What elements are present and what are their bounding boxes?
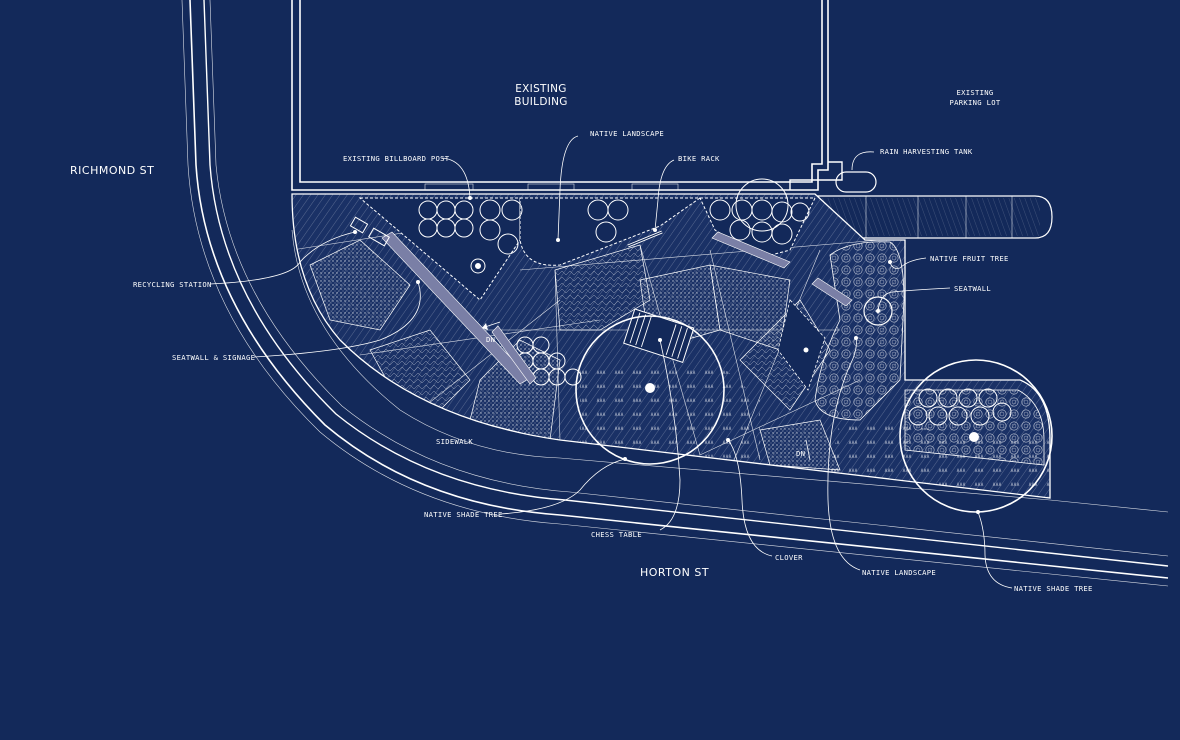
callout-native-shade-tree-right: NATIVE SHADE TREE	[1014, 584, 1093, 593]
shrub-rows	[418, 178, 810, 386]
down-arrow-right: DN	[796, 439, 811, 461]
existing-building	[291, 0, 843, 191]
down-arrow-left: DN	[481, 321, 501, 344]
native-shade-tree-left-canopy	[575, 315, 725, 465]
callout-chess-table: CHESS TABLE	[591, 530, 642, 539]
callout-recycling: RECYCLING STATION	[133, 280, 212, 289]
street-label-richmond: RICHMOND ST	[70, 164, 154, 177]
recycling-station	[349, 216, 369, 234]
street-label-horton: HORTON ST	[640, 566, 709, 579]
callout-native-landscape-bottom: NATIVE LANDSCAPE	[862, 568, 936, 577]
dn-label-right: DN	[796, 449, 805, 458]
parking-label-line2: PARKING LOT	[950, 98, 1001, 107]
bike-rack	[627, 230, 663, 248]
building-label-line2: BUILDING	[514, 96, 567, 108]
dn-label-left: DN	[486, 335, 495, 344]
chess-table	[623, 308, 695, 363]
rain-harvesting-tank	[835, 171, 877, 193]
callout-sidewalk: SIDEWALK	[436, 437, 473, 446]
building-label-line1: EXISTING	[515, 83, 567, 95]
callout-native-shade-tree-left: NATIVE SHADE TREE	[424, 510, 503, 519]
callout-native-fruit-tree: NATIVE FRUIT TREE	[930, 254, 1009, 263]
callout-clover: CLOVER	[775, 553, 803, 562]
callout-seatwall-signage: SEATWALL & SIGNAGE	[172, 353, 255, 362]
parking-label-line1: EXISTING	[956, 88, 993, 97]
callout-bike-rack: BIKE RACK	[678, 154, 720, 163]
callout-seatwall: SEATWALL	[954, 284, 991, 293]
seatwalls	[381, 231, 853, 385]
leaders	[209, 135, 1013, 589]
callout-native-landscape-top: NATIVE LANDSCAPE	[590, 129, 664, 138]
street-curbs	[181, 0, 1169, 587]
native-fruit-tree-cluster	[777, 241, 1045, 466]
callout-rain-tank: RAIN HARVESTING TANK	[880, 147, 973, 156]
callout-billboard-post: EXISTING BILLBOARD POST	[343, 154, 450, 163]
